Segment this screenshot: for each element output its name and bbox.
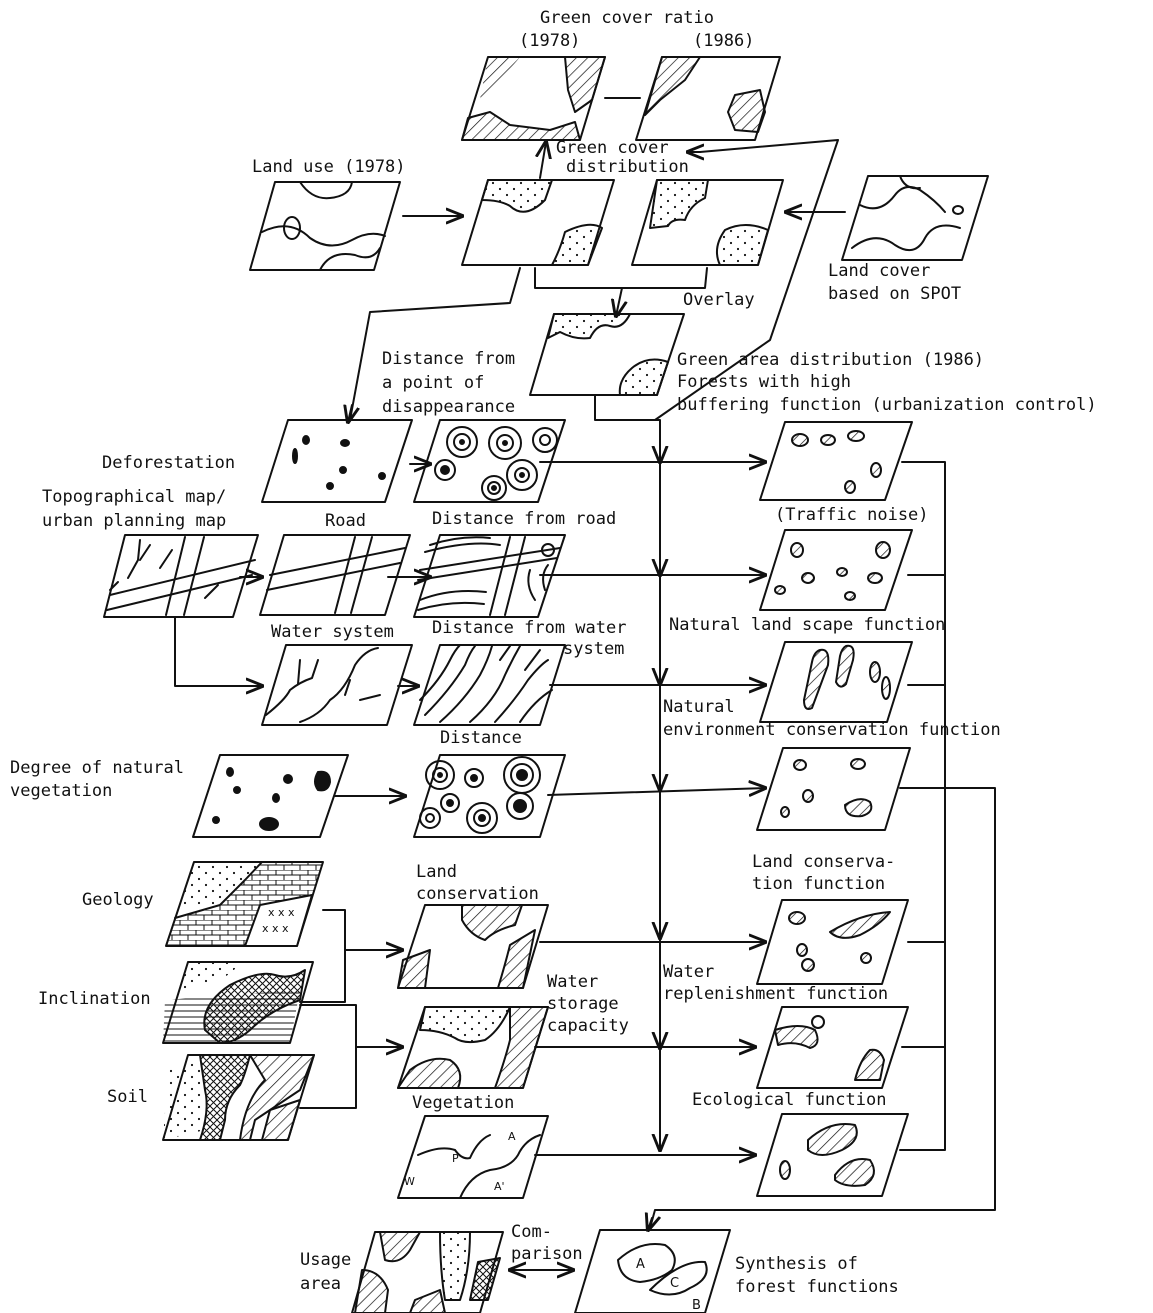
label-green-area-1: Green area distribution (1986) [677,350,984,370]
map-deforestation [262,420,412,502]
label-land-cons-fn-1: Land conserva- [752,852,895,872]
label-topo-2: urban planning map [42,511,226,531]
label-geology: Geology [82,890,154,910]
label-green-cover-dist-2: distribution [566,157,689,177]
label-overlay: Overlay [683,290,755,310]
map-usage-area [352,1232,503,1313]
label-land-cons-1: Land [416,862,457,882]
label-topo-1: Topographical map/ [42,487,226,507]
map-water-replenishment [757,1007,908,1088]
map-vegetation: W P A A' [398,1116,548,1198]
map-land-conservation-function [757,900,908,984]
map-topographical [104,535,258,617]
svg-text:B: B [692,1298,701,1313]
map-natural-landscape [760,642,912,722]
map-water-system [262,645,412,725]
label-green-area-2: Forests with high [677,372,851,392]
label-natural-env-1: Natural [663,697,735,717]
map-soil [163,1055,314,1140]
label-year-1986: (1986) [693,31,754,51]
svg-text:A': A' [494,1180,505,1193]
label-usage-1: Usage [300,1250,351,1270]
map-green-cover-distribution [462,180,614,265]
label-water-system: Water system [271,622,394,642]
map-synthesis: A C B [575,1230,730,1313]
label-distance: Distance [440,728,522,748]
map-geology: x x x x x x [166,862,323,946]
map-land-use-1978 [250,182,400,270]
map-green-cover-1986 [636,57,780,140]
label-natural-landscape: Natural land scape function [669,615,945,635]
label-inclination: Inclination [38,989,151,1009]
label-land-cover-1: Land cover [828,261,930,281]
map-road [260,535,410,615]
map-overlay-1986 [530,314,684,395]
label-synthesis-1: Synthesis of [735,1254,858,1274]
map-traffic-noise [760,530,912,610]
label-water-storage-1: Water [547,972,598,992]
label-natural-env-2: environment conservation function [663,720,1001,740]
label-dist-water-1: Distance from water [432,618,626,638]
svg-text:A: A [636,1257,645,1272]
map-natural-vegetation [193,755,348,837]
label-road: Road [325,511,366,531]
label-comparison-2: parison [511,1244,583,1264]
label-synthesis-2: forest functions [735,1277,899,1297]
label-deforestation: Deforestation [102,453,235,473]
label-ecological: Ecological function [692,1090,886,1110]
map-land-conservation [398,905,548,988]
label-dist-point-2: a point of [382,373,484,393]
label-dist-road: Distance from road [432,509,616,529]
map-water-storage [398,1007,548,1088]
label-land-cons-2: conservation [416,884,539,904]
map-environment-conservation [757,748,910,830]
label-year-1978: (1978) [519,31,580,51]
veg-mark-w: W [404,1175,415,1188]
map-distance-vegetation [414,755,565,837]
map-distance-water [414,645,565,725]
label-degree-veg-1: Degree of natural [10,758,184,778]
map-green-cover-1986-dist [632,180,783,265]
map-forest-buffering [760,422,912,500]
label-dist-point-3: disappearance [382,397,515,417]
label-land-cons-fn-2: tion function [752,874,885,894]
label-comparison-1: Com- [511,1222,552,1242]
label-land-use: Land use (1978) [252,157,406,177]
label-degree-veg-2: vegetation [10,781,112,801]
map-ecological-function [757,1114,908,1196]
label-traffic-noise: (Traffic noise) [775,505,929,525]
map-green-cover-1978 [462,57,605,140]
label-water-repl-1: Water [663,962,714,982]
label-green-cover-dist-1: Green cover [556,138,669,158]
map-inclination [163,962,313,1043]
label-dist-point-1: Distance from [382,349,515,369]
svg-text:P: P [452,1152,459,1165]
label-vegetation: Vegetation [412,1093,514,1113]
map-land-cover-spot [842,176,988,260]
label-usage-2: area [300,1274,341,1294]
title-green-cover-ratio: Green cover ratio [540,8,714,28]
label-green-area-3: buffering function (urbanization control… [677,395,1097,415]
label-water-repl-2: replenishment function [663,984,888,1004]
svg-text:C: C [670,1276,679,1291]
label-water-storage-3: capacity [547,1016,629,1036]
label-soil: Soil [107,1087,148,1107]
label-land-cover-2: based on SPOT [828,284,961,304]
label-water-storage-2: storage [547,994,619,1014]
svg-text:x x x: x x x [268,906,295,919]
label-dist-water-2: system [563,639,624,659]
svg-text:A: A [508,1130,516,1143]
svg-text:x x x: x x x [262,922,289,935]
